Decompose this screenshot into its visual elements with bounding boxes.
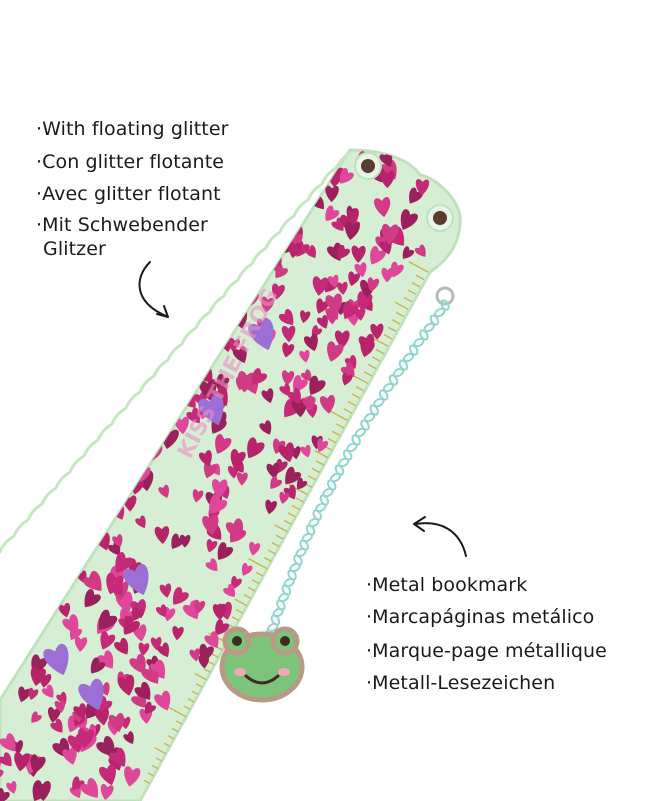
bookmark-ring xyxy=(435,286,455,306)
feature-metal-bookmark-en: ·Metal bookmark xyxy=(366,574,528,596)
feature-floating-glitter-es: ·Con glitter flotante xyxy=(36,151,225,173)
frog-charm xyxy=(219,626,305,703)
feature-metal-bookmark-es: ·Marcapáginas metálico xyxy=(366,606,595,628)
feature-floating-glitter-en: ·With floating glitter xyxy=(36,118,229,140)
bookmark-chain xyxy=(265,299,450,641)
feature-metal-bookmark-de: ·Metall-Lesezeichen xyxy=(366,672,556,694)
arrow-right-annotation xyxy=(415,522,467,557)
arrow-left-annotation xyxy=(138,261,167,317)
ruler-scalloped-edge xyxy=(0,150,351,554)
feature-floating-glitter-fr: ·Avec glitter flotant xyxy=(36,183,221,205)
feature-floating-glitter-de: ·Mit Schwebender xyxy=(36,214,208,236)
feature-metal-bookmark-fr: ·Marque-page métallique xyxy=(366,640,607,662)
floating-glitter xyxy=(0,151,430,801)
feature-floating-glitter-de-cont: Glitzer xyxy=(43,238,106,260)
